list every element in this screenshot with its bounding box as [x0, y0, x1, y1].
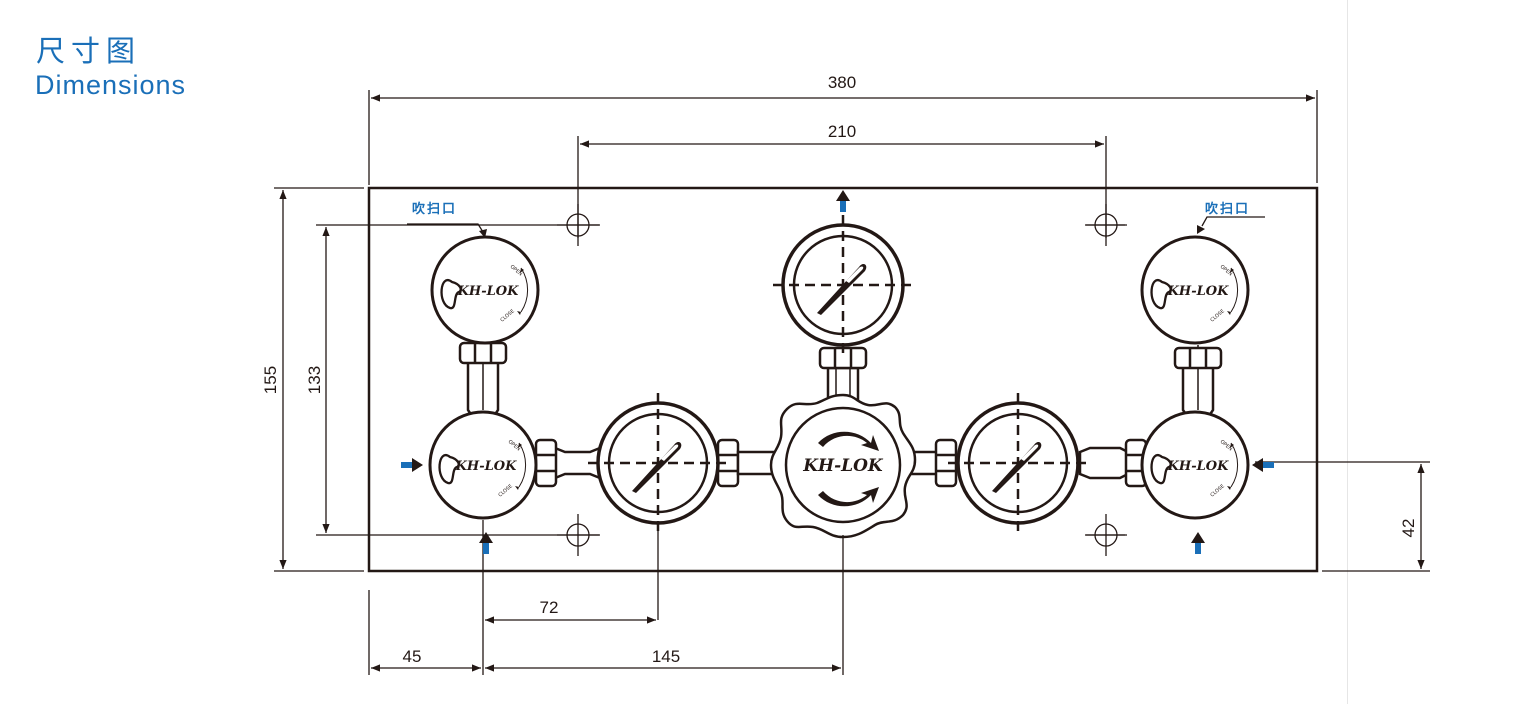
dimension-gauge-offset: 72 [485, 598, 656, 624]
purge-valve-top-right: KH-LOK OPEN CLOSE [1140, 235, 1250, 345]
svg-text:吹扫口: 吹扫口 [1205, 201, 1250, 217]
flow-arrow-inlet-left [401, 458, 423, 472]
dim-label-380: 380 [828, 73, 856, 92]
dimension-overall-width: 380 [368, 73, 1318, 185]
mounting-hole-top-right [1084, 203, 1128, 247]
page-divider [1347, 0, 1348, 704]
purge-port-label-right: 吹扫口 [1197, 201, 1265, 234]
dim-label-45: 45 [403, 647, 422, 666]
flow-arrow-purge-left-bottom [479, 532, 493, 554]
dim-label-72: 72 [540, 598, 559, 617]
dimension-overall-height: 155 [261, 187, 364, 572]
pressure-gauge-top [771, 213, 915, 357]
svg-text:KH-LOK: KH-LOK [1167, 459, 1229, 474]
svg-text:KH-LOK: KH-LOK [457, 284, 519, 299]
svg-text:KH-LOK: KH-LOK [1167, 284, 1229, 299]
dimension-inlet-height: 42 [1255, 461, 1430, 572]
page-title-zh: 尺寸图 [36, 34, 142, 68]
flow-arrow-purge-right-bottom [1191, 532, 1205, 554]
brand-logo: KH-LOK [802, 456, 884, 476]
purge-valve-top-left: KH-LOK OPEN CLOSE [430, 235, 540, 345]
inlet-valve-right: KH-LOK OPEN CLOSE [1140, 410, 1250, 520]
svg-text:KH-LOK: KH-LOK [455, 459, 517, 474]
pressure-gauge-right [946, 391, 1090, 535]
inlet-valve-left: KH-LOK OPEN CLOSE [428, 410, 538, 520]
connector-right-vertical [1173, 345, 1223, 418]
dimension-hole-spacing-vertical: 133 [305, 224, 600, 536]
mounting-hole-bottom-right [1084, 513, 1128, 557]
flow-arrow-inlet-right [1252, 458, 1274, 472]
dim-label-155: 155 [261, 366, 280, 394]
connector-left-vertical [458, 341, 508, 418]
regulator-knob: KH-LOK [769, 393, 917, 539]
page-title-en: Dimensions [35, 70, 187, 100]
dimension-left-offset: 45 [371, 647, 481, 672]
mounting-hole-bottom-left [556, 513, 600, 557]
flow-arrow-outlet-top [836, 190, 850, 212]
dim-label-133: 133 [305, 366, 324, 394]
connector-center-vertical [818, 346, 868, 402]
dimension-regulator-offset: 145 [485, 647, 841, 672]
svg-text:吹扫口: 吹扫口 [412, 201, 457, 217]
dim-label-145: 145 [652, 647, 680, 666]
dim-label-210: 210 [828, 122, 856, 141]
mounting-hole-top-left [556, 203, 600, 247]
pressure-gauge-left [586, 391, 730, 535]
dim-label-42: 42 [1399, 519, 1418, 538]
purge-port-label-left: 吹扫口 [407, 201, 487, 238]
